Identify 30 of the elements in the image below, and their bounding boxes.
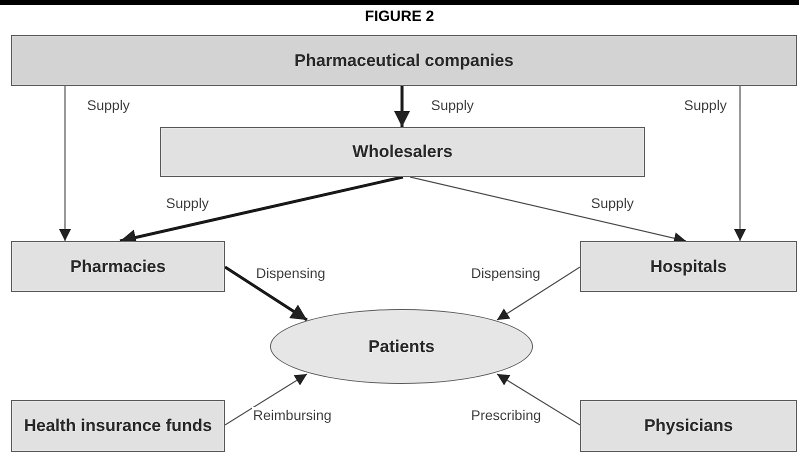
node-label: Hospitals xyxy=(650,256,727,276)
edge-label: Supply xyxy=(683,97,728,113)
process-box xyxy=(11,400,225,452)
node-label: Pharmacies xyxy=(70,256,166,276)
arrow xyxy=(394,86,410,127)
arrow xyxy=(496,266,580,320)
arrow xyxy=(496,374,580,426)
node-label: Patients xyxy=(368,336,435,356)
arrow xyxy=(224,374,308,426)
edge-label: Supply xyxy=(430,97,475,113)
node-label: Physicians xyxy=(644,416,733,436)
process-box xyxy=(580,241,797,292)
edge-label: Reimbursing xyxy=(252,407,333,423)
edge-label: Prescribing xyxy=(470,407,542,423)
process-box xyxy=(11,35,797,86)
arrow xyxy=(224,266,308,322)
edge-label: Dispensing xyxy=(470,265,542,281)
arrow xyxy=(59,86,71,241)
arrow xyxy=(734,86,746,241)
figure-title: FIGURE 2 xyxy=(364,8,436,25)
node-label: Wholesalers xyxy=(352,142,453,162)
node-label: Health insurance funds xyxy=(24,416,212,436)
edge-label: Supply xyxy=(86,97,131,113)
process-box xyxy=(160,127,645,177)
process-box xyxy=(580,400,797,452)
node-label: Pharmaceutical companies xyxy=(294,50,514,70)
edge-label: Supply xyxy=(590,195,635,211)
edge-label: Supply xyxy=(165,195,210,211)
edge-label: Dispensing xyxy=(255,265,326,281)
process-box xyxy=(11,241,225,292)
